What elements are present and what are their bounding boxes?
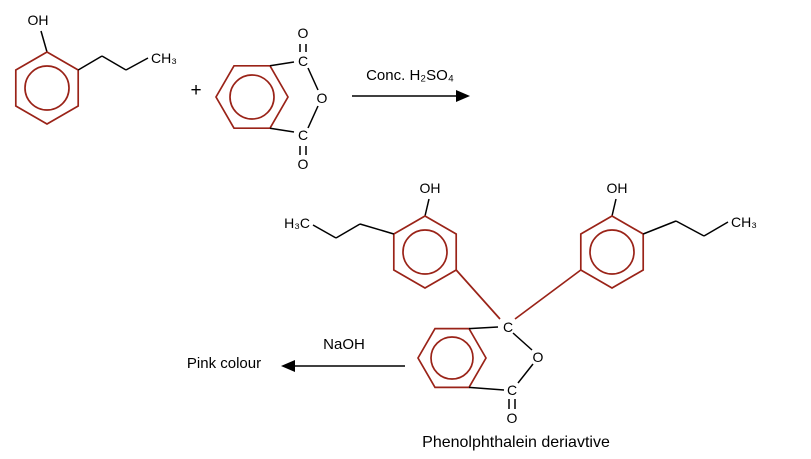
naoh-reaction-arrow: NaOH [281, 336, 405, 372]
right-propyl-bond-3 [703, 221, 729, 237]
left-ring-to-central-c-bond [455, 269, 501, 320]
lactone-o-label: O [533, 349, 544, 365]
central-c-to-o-bond [512, 332, 533, 351]
right-propyl-bond-1 [642, 220, 677, 235]
carbonyl-o-label: O [507, 410, 518, 426]
result-text: Pink colour [187, 355, 261, 372]
plus-sign: + [190, 80, 201, 101]
anhydride-c-top-label: C [298, 53, 308, 69]
product-right-aromatic-circle [589, 229, 635, 275]
carbonyl-c-to-ring-bond [468, 386, 505, 391]
right-oh-bond [611, 198, 617, 217]
propyl-bond-3 [125, 57, 149, 71]
product-h3c-label: H₃C [284, 215, 310, 231]
right-propyl-bond-2 [675, 220, 705, 237]
forward-conditions-label: Conc. H₂SO₄ [366, 67, 454, 84]
reactant-propylphenol-structure: OH CH₃ [14, 12, 177, 125]
forward-reaction-arrow: Conc. H₂SO₄ [352, 67, 470, 102]
propyl-bond-2 [101, 55, 127, 71]
product-left-oh-label: OH [420, 180, 441, 196]
right-ring-to-central-c-bond [514, 269, 582, 320]
anhydride-o-bottom-label: O [298, 156, 309, 172]
ctop-to-oester-bond [307, 67, 319, 91]
left-oh-bond [424, 198, 430, 217]
oh-bond [40, 30, 48, 53]
propyl-bond-1 [77, 55, 103, 71]
phthalic-anhydride-structure: O C O C O [215, 25, 328, 172]
product-left-aromatic-circle [402, 229, 448, 275]
anhydride-o-top-label: O [298, 25, 309, 41]
central-c-label: C [503, 319, 513, 335]
product-caption: Phenolphthalein deriavtive [422, 434, 610, 451]
anhydride-aromatic-circle [229, 74, 275, 120]
oester-to-cbottom-bond [307, 105, 319, 129]
product-left-phenol-structure: OH H₃C [284, 180, 458, 289]
reactant-oh-label: OH [28, 12, 49, 28]
left-propyl-bond-1 [359, 223, 395, 235]
product-lactone-structure: O C O [417, 326, 544, 426]
central-carbon-bonds: C [455, 269, 582, 335]
product-right-phenol-structure: OH CH₃ [579, 180, 757, 289]
anhydride-o-ester-label: O [317, 90, 328, 106]
reactant-aromatic-circle [24, 65, 70, 111]
o-to-carbonyl-c-bond [517, 363, 534, 384]
lactone-ring-to-central-c-bond [468, 326, 499, 330]
carbonyl-c-label: C [507, 382, 517, 398]
naoh-arrow-head [281, 360, 295, 372]
left-propyl-bond-3 [312, 224, 337, 239]
left-propyl-bond-2 [335, 223, 361, 239]
cbottom-to-ring-bond [269, 127, 295, 133]
reactant-ch3-label: CH₃ [151, 50, 177, 66]
product-ch3-label: CH₃ [731, 214, 757, 230]
naoh-conditions-label: NaOH [323, 336, 365, 353]
forward-arrow-head [456, 90, 470, 102]
ring-to-ctop-bond [269, 61, 295, 67]
anhydride-c-bottom-label: C [298, 127, 308, 143]
lactone-aromatic-circle [430, 336, 474, 380]
product-right-oh-label: OH [607, 180, 628, 196]
